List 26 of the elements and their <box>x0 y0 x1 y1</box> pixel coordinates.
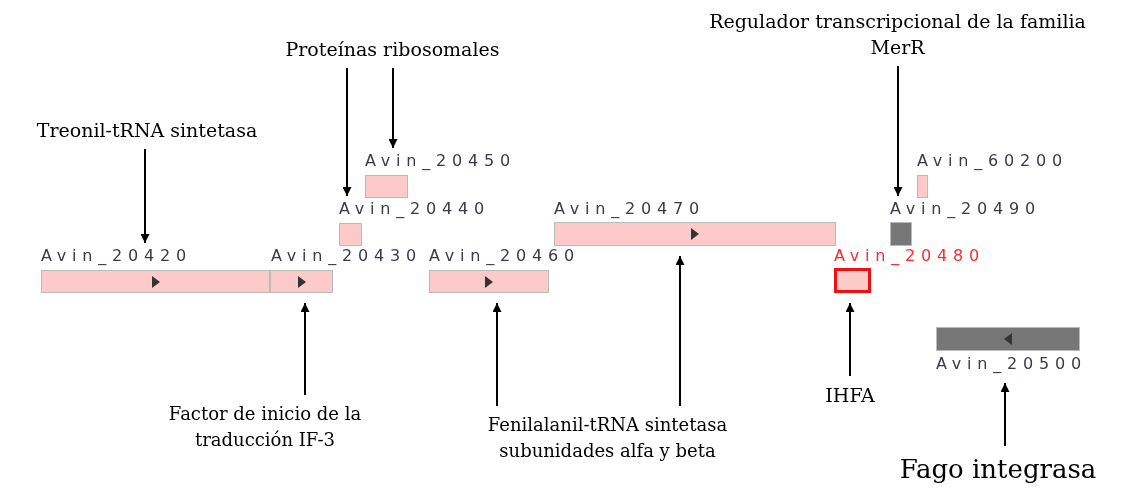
arrow <box>492 302 502 407</box>
gene-label: Avin_20460 <box>429 246 580 265</box>
annotation-text: Fenilalanil-tRNA sintetasa subunidades alfa y beta <box>435 412 780 464</box>
gene-label: Avin_60200 <box>917 151 1068 170</box>
annotation-text: Regulador transcripcional de la familia MerR <box>705 8 1090 60</box>
annotation-text: Proteínas ribosomales <box>235 35 550 64</box>
arrow <box>300 302 310 396</box>
arrow <box>1000 382 1010 447</box>
gene-label: Avin_20420 <box>41 246 192 265</box>
arrow <box>845 302 855 377</box>
gene-label: Avin_20500 <box>936 354 1087 373</box>
gene-label: Avin_20480 <box>834 246 985 265</box>
annotation-text: Fago integrasa <box>866 450 1130 489</box>
arrow <box>893 65 903 197</box>
gene-label: Avin_20440 <box>339 199 490 218</box>
annotation-text: IHFA <box>805 381 895 410</box>
arrow <box>388 67 398 149</box>
gene-label: Avin_20470 <box>554 199 705 218</box>
gene-label: Avin_20430 <box>271 246 422 265</box>
arrow <box>342 67 352 197</box>
gene-label: Avin_20450 <box>365 151 516 170</box>
arrow <box>140 148 150 244</box>
annotation-text: Factor de inicio de la traducción IF-3 <box>130 401 400 453</box>
arrow <box>675 255 685 407</box>
gene-label: Avin_20490 <box>890 199 1041 218</box>
annotation-text: Treonil-tRNA sintetasa <box>2 116 292 145</box>
